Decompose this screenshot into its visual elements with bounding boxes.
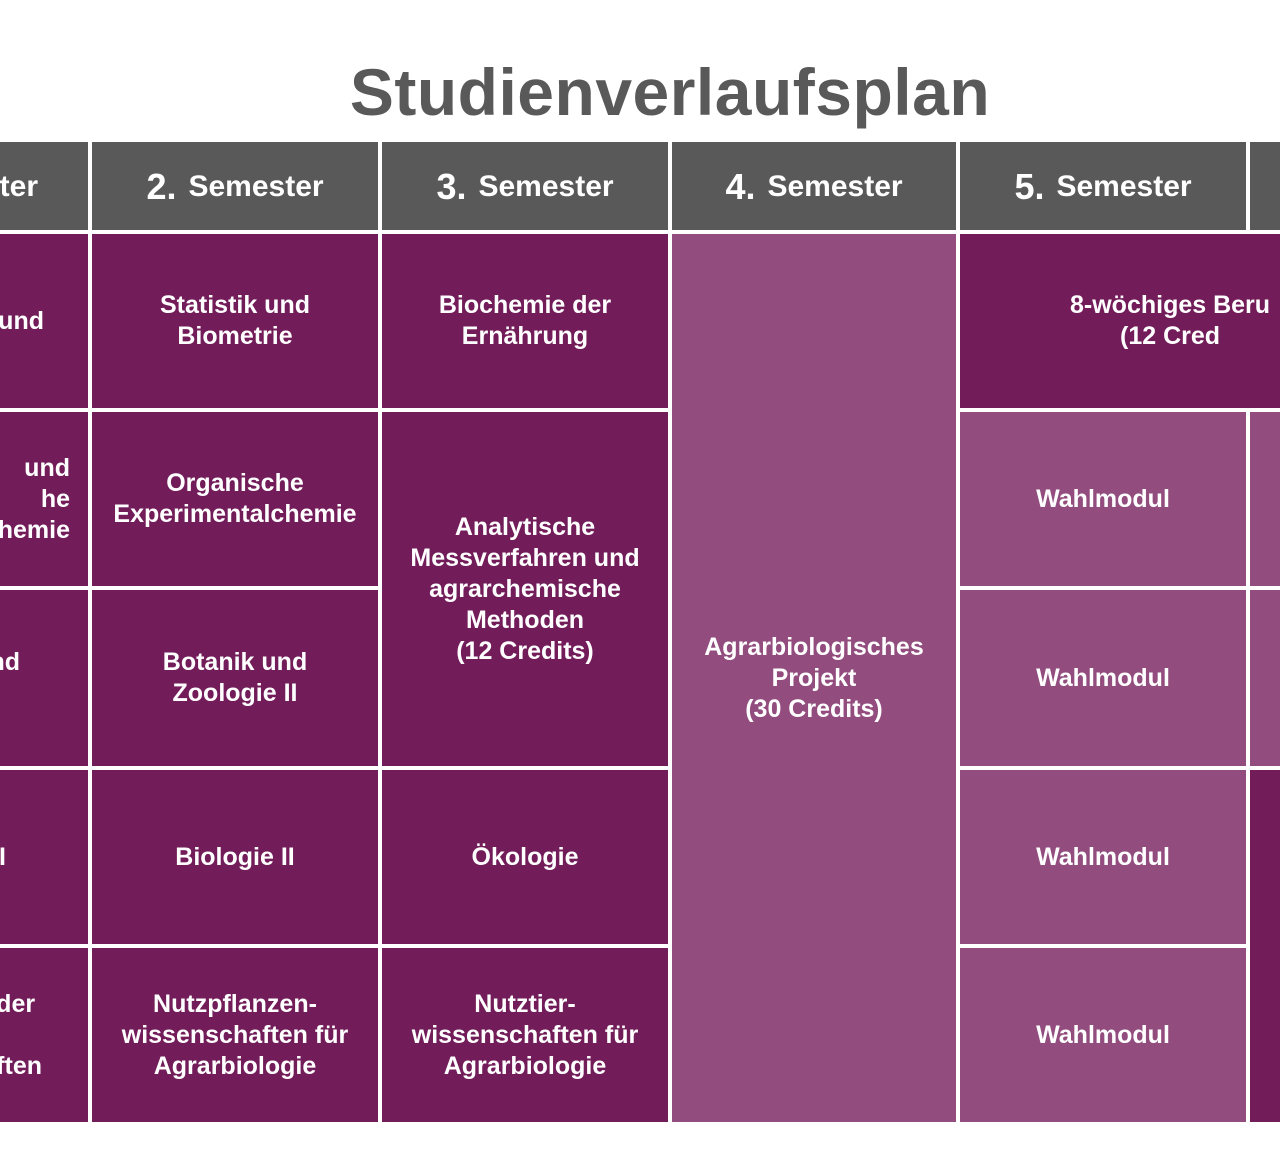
module-nutzpflanzenwissenschaften: Nutzpflanzen- wissenschaften für Agrarbi… bbox=[92, 948, 378, 1122]
header-semester-2: 2. Semester bbox=[92, 142, 378, 230]
header-semester-1: ter bbox=[0, 142, 88, 230]
module-biologie-2: Biologie II bbox=[92, 770, 378, 944]
module-label: Wahlmodul bbox=[1036, 484, 1170, 513]
module-s6-3 bbox=[1250, 770, 1280, 1122]
module-label: der ften bbox=[0, 989, 42, 1080]
module-s1-4: I bbox=[0, 770, 88, 944]
module-analytische-messverfahren: Analytische Messverfahren und agrarchemi… bbox=[382, 412, 668, 766]
module-wahlmodul-1: Wahlmodul bbox=[960, 412, 1246, 586]
header-semester-6 bbox=[1250, 142, 1280, 230]
module-label: Botanik und Zoologie II bbox=[162, 648, 308, 707]
module-label: nd I bbox=[0, 648, 20, 676]
module-label: Wahlmodul bbox=[1036, 663, 1170, 692]
header-number: 5. bbox=[1014, 165, 1045, 207]
header-semester-5: 5. Semester bbox=[960, 142, 1246, 230]
module-biochemie-ernaehrung: Biochemie der Ernährung bbox=[382, 234, 668, 408]
page-title: Studienverlaufsplan bbox=[349, 55, 991, 129]
module-botanik-zoologie: Botanik und Zoologie II bbox=[92, 590, 378, 766]
module-berufspraktikum: 8-wöchiges Beru (12 Cred bbox=[960, 234, 1280, 408]
module-s1-3: nd I bbox=[0, 590, 88, 766]
module-label: I bbox=[0, 842, 6, 871]
module-oekologie: Ökologie bbox=[382, 770, 668, 944]
module-s1-2: und he hemie bbox=[0, 412, 88, 586]
module-wahlmodul-3: Wahlmodul bbox=[960, 770, 1246, 944]
module-label: und bbox=[0, 306, 44, 335]
module-label: 8-wöchiges Beru (12 Cred bbox=[1070, 291, 1271, 350]
module-label: Biologie II bbox=[175, 842, 295, 871]
header-semester-4: 4. Semester bbox=[672, 142, 956, 230]
module-statistik-biometrie: Statistik und Biometrie bbox=[92, 234, 378, 408]
module-organische-experimentalchemie: Organische Experimentalchemie bbox=[92, 412, 378, 586]
header-label: Semester bbox=[478, 169, 614, 203]
header-label: Semester bbox=[1056, 169, 1192, 203]
module-label: Analytische Messverfahren und agrarchemi… bbox=[410, 512, 640, 665]
module-label: Nutzpflanzen- wissenschaften für Agrarbi… bbox=[121, 989, 349, 1080]
module-label: Statistik und Biometrie bbox=[159, 291, 310, 350]
module-label: Organische Experimentalchemie bbox=[113, 469, 357, 528]
header-number: 4. bbox=[725, 165, 756, 207]
module-label: Biochemie der Ernährung bbox=[438, 291, 612, 350]
header-number: 3. bbox=[436, 165, 467, 207]
module-label: und he hemie bbox=[0, 453, 70, 544]
header-number: 2. bbox=[146, 165, 177, 207]
module-label: Ökologie bbox=[471, 842, 579, 871]
module-agrarbiologisches-projekt: Agrarbiologisches Projekt (30 Credits) bbox=[672, 234, 956, 1122]
module-wahlmodul-2: Wahlmodul bbox=[960, 590, 1246, 766]
header-label: Semester bbox=[188, 169, 324, 203]
module-s6-2 bbox=[1250, 590, 1280, 766]
header-label: ter bbox=[0, 169, 38, 203]
header-label: Semester bbox=[767, 169, 903, 203]
module-label: Wahlmodul bbox=[1036, 1020, 1170, 1049]
module-s6-1 bbox=[1250, 412, 1280, 586]
header-semester-3: 3. Semester bbox=[382, 142, 668, 230]
module-label: Agrarbiologisches Projekt (30 Credits) bbox=[704, 632, 924, 723]
module-nutztierwissenschaften: Nutztier- wissenschaften für Agrarbiolog… bbox=[382, 948, 668, 1122]
module-wahlmodul-4: Wahlmodul bbox=[960, 948, 1246, 1122]
module-s1-5: der ften bbox=[0, 948, 88, 1122]
module-label: Wahlmodul bbox=[1036, 842, 1170, 871]
module-s1-1: und bbox=[0, 234, 88, 408]
module-label: Nutztier- wissenschaften für Agrarbiolog… bbox=[411, 989, 639, 1080]
